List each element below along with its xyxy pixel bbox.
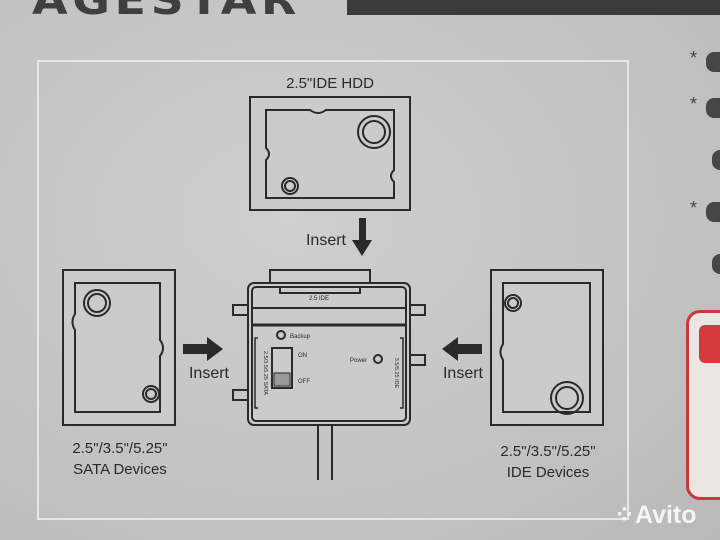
insert-label-left: Insert	[189, 365, 230, 382]
sata-bracket	[254, 337, 258, 409]
hdd-spindle	[550, 381, 584, 415]
hdd-body	[265, 109, 395, 199]
right-device-label-1: 2.5"/3.5"/5.25"	[500, 443, 595, 460]
adapter-unit	[232, 269, 426, 480]
power-led	[373, 354, 383, 364]
sata-port-label: 2.5/3.5/5.25 SATA	[262, 351, 268, 395]
insert-label-right: Insert	[443, 365, 484, 382]
hdd-spindle	[357, 115, 391, 149]
hdd-outline	[249, 96, 411, 211]
bullet-asterisk: *	[690, 48, 698, 68]
arrow-down-icon	[352, 218, 372, 256]
hdd-hole	[281, 177, 299, 195]
avito-watermark: ⁘Avito	[614, 500, 697, 530]
arrow-left-icon	[442, 337, 482, 361]
ide-port-label: 3.5/5.25 IDE	[393, 358, 399, 389]
cropped-text	[706, 98, 720, 118]
cropped-text	[706, 52, 720, 72]
left-device-label-2: SATA Devices	[73, 461, 167, 478]
brand-logo: AGESTAR	[32, 0, 301, 24]
right-device-label-2: IDE Devices	[507, 464, 590, 481]
watermark-text: Avito	[634, 501, 697, 529]
right-ide-device	[490, 269, 604, 426]
hdd-body	[499, 282, 591, 413]
cropped-text	[712, 254, 720, 274]
ide-slot	[279, 286, 361, 294]
left-connector-stub	[232, 304, 249, 316]
power-switch	[271, 347, 293, 389]
left-device-label-1: 2.5"/3.5"/5.25"	[72, 440, 167, 457]
ide-bracket	[400, 337, 404, 409]
red-badge-box	[686, 310, 720, 500]
backup-label: Backup	[290, 334, 311, 340]
diagram-frame	[37, 60, 629, 520]
backup-led	[276, 330, 286, 340]
top-ide-hdd	[249, 96, 411, 211]
header-bar	[347, 0, 720, 15]
bullet-asterisk: *	[690, 94, 698, 114]
switch-off-label: OFF	[298, 379, 310, 385]
top-device-label: 2.5"IDE HDD	[286, 75, 374, 92]
avito-dots-icon: ⁘	[614, 501, 635, 529]
hdd-spindle	[83, 289, 111, 317]
hdd-body	[71, 282, 164, 413]
hdd-hole	[142, 385, 160, 403]
cropped-text	[706, 202, 720, 222]
switch-on-label: ON	[298, 353, 307, 359]
arrow-right-icon	[183, 337, 223, 361]
power-label: Power	[350, 358, 367, 364]
hdd-outline	[490, 269, 604, 426]
red-badge-fill	[699, 325, 720, 363]
hdd-hole	[504, 294, 522, 312]
right-connector-stub	[409, 304, 426, 316]
hdd-outline	[62, 269, 176, 426]
left-sata-device	[62, 269, 176, 426]
port-label-2-5-ide: 2.5 IDE	[309, 296, 329, 302]
insert-label-top: Insert	[306, 232, 347, 249]
cropped-text	[712, 150, 720, 170]
bullet-asterisk: *	[690, 198, 698, 218]
